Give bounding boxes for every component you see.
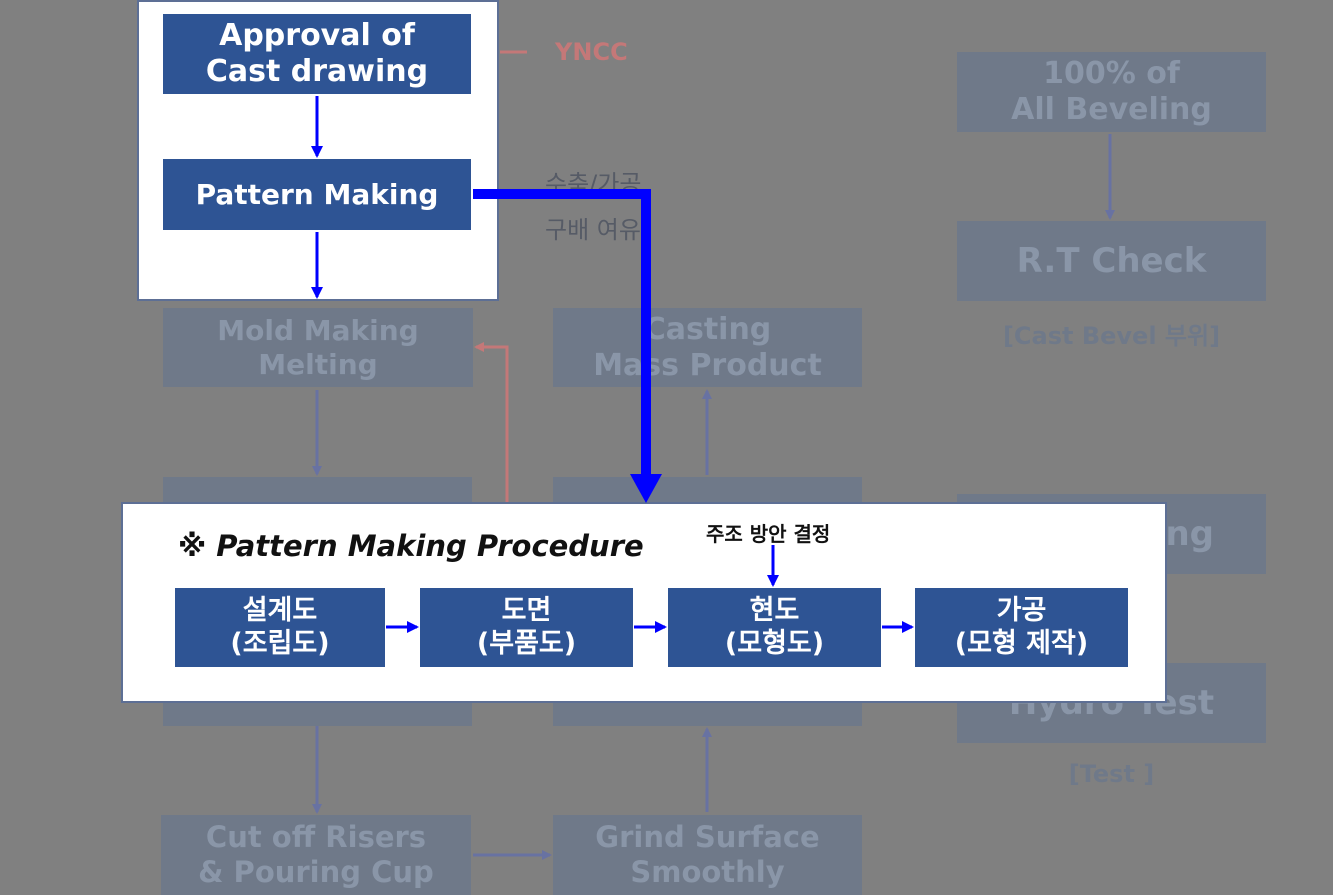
cut-off-risers-box: Cut off Risers & Pouring Cup xyxy=(161,815,471,895)
feedback-arrow xyxy=(474,342,509,505)
procedure-step-4: 가공 (모형 제작) xyxy=(915,588,1128,667)
pattern-making-box: Pattern Making xyxy=(163,159,471,230)
procedure-step-3: 현도 (모형도) xyxy=(668,588,881,667)
pattern-to-procedure-path xyxy=(473,189,651,476)
procedure-step-2: 도면 (부품도) xyxy=(420,588,633,667)
pattern-to-procedure-arrowhead xyxy=(630,474,662,503)
rt-check-box: R.T Check xyxy=(957,221,1266,301)
procedure-annotation: 주조 방안 결정 xyxy=(706,522,831,546)
procedure-title: ※ Pattern Making Procedure xyxy=(178,529,644,563)
mold-making-box: Mold Making Melting xyxy=(163,308,473,387)
casting-box: Casting Mass Product xyxy=(553,308,862,387)
rt-check-caption: [Cast Bevel 부위] xyxy=(1002,322,1221,350)
hydro-test-caption: [Test ] xyxy=(1068,760,1155,788)
approval-cast-drawing-box: Approval of Cast drawing xyxy=(163,14,471,94)
beveling-box: 100% of All Beveling xyxy=(957,52,1266,132)
grind-surface-box: Grind Surface Smoothly xyxy=(553,815,862,895)
procedure-step-1: 설계도 (조립도) xyxy=(175,588,385,667)
yncc-label: YNCC xyxy=(555,38,628,66)
side-note-line2: 구배 여유 xyxy=(545,216,641,244)
